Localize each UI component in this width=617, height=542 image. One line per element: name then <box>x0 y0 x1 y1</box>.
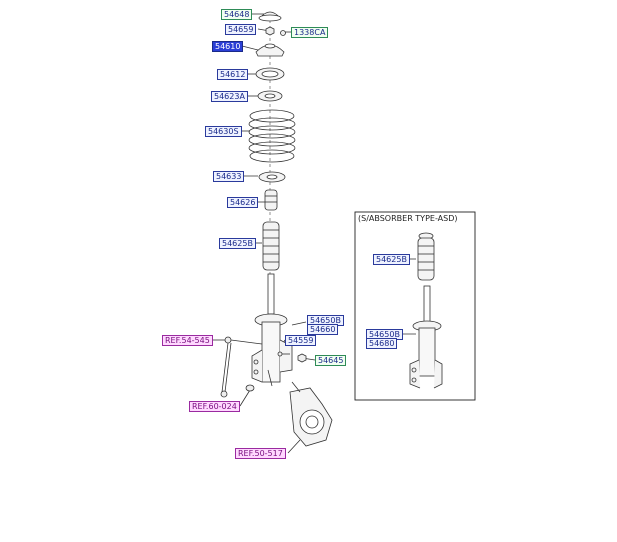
part-label-54630S[interactable]: 54630S <box>205 126 242 137</box>
leader-line <box>239 389 251 407</box>
nut-54659 <box>265 26 275 36</box>
leader-line <box>241 45 259 51</box>
strut-assembly <box>251 273 293 383</box>
part-label-54612[interactable]: 54612 <box>217 69 249 80</box>
inset-strut <box>409 285 443 389</box>
part-label-54648[interactable]: 54648 <box>221 9 253 20</box>
bolt-54559 <box>277 351 290 357</box>
leader-line <box>291 321 307 326</box>
part-label-54559[interactable]: 54559 <box>285 335 317 346</box>
nut-54645 <box>297 353 307 363</box>
part-label-54626[interactable]: 54626 <box>227 197 259 208</box>
bumper-54626 <box>264 189 278 211</box>
part-label-54659[interactable]: 54659 <box>225 24 257 35</box>
washer <box>245 384 255 392</box>
ref-label-50-517[interactable]: REF.50-517 <box>235 448 286 459</box>
bolt-1338CA <box>280 30 286 36</box>
part-label-54660[interactable]: 54660 <box>307 324 339 335</box>
stabilizer-link <box>220 336 263 398</box>
ref-label-60-024[interactable]: REF.60-024 <box>189 401 240 412</box>
inset-title: (S/ABSORBER TYPE-ASD) <box>358 214 458 223</box>
part-label-1338CA[interactable]: 1338CA <box>291 27 329 38</box>
part-label-54610[interactable]: 54610 <box>212 41 244 52</box>
inset-part-label-54680[interactable]: 54680 <box>366 338 398 349</box>
part-label-54645[interactable]: 54645 <box>315 355 347 366</box>
ref-label-54-545[interactable]: REF.54-545 <box>162 335 213 346</box>
part-label-54623A[interactable]: 54623A <box>211 91 248 102</box>
spring-54630S <box>248 109 296 163</box>
inset-frame <box>354 211 476 401</box>
leader-line <box>287 439 301 454</box>
inset-dust-boot <box>417 232 435 281</box>
steering-knuckle <box>267 369 333 447</box>
part-label-54625B[interactable]: 54625B <box>219 238 256 249</box>
inset-part-label-54625B[interactable]: 54625B <box>373 254 410 265</box>
dust-boot-54625B <box>262 221 280 271</box>
part-label-54633[interactable]: 54633 <box>213 171 245 182</box>
